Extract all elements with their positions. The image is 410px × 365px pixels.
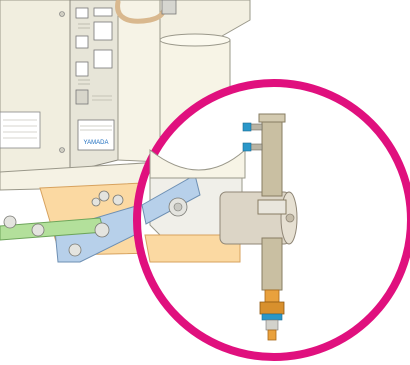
panel-display-2 bbox=[94, 50, 112, 68]
nozzle-lower bbox=[243, 143, 251, 151]
cabinet-side bbox=[118, 0, 160, 162]
left-label bbox=[0, 112, 40, 148]
panel-window-1 bbox=[76, 8, 88, 18]
hose-fitting bbox=[162, 0, 176, 14]
tube-top-cap bbox=[259, 114, 285, 122]
panel-button-2 bbox=[76, 62, 88, 76]
panel-window-2 bbox=[94, 8, 112, 16]
cylinder-port bbox=[286, 214, 294, 222]
brand-label: YAMADA bbox=[84, 140, 109, 146]
panel-display-1 bbox=[94, 22, 112, 40]
tube-lower bbox=[262, 238, 282, 290]
steel-sleeve bbox=[266, 320, 278, 330]
zoom-bolt-center bbox=[174, 203, 182, 211]
tube-upper bbox=[262, 118, 282, 196]
panel-button-1 bbox=[76, 36, 88, 48]
blue-ring bbox=[262, 314, 282, 320]
panel-switch bbox=[76, 90, 88, 104]
nozzle-upper bbox=[243, 123, 251, 131]
magnifier-callout bbox=[137, 83, 410, 357]
hex-nut bbox=[260, 302, 284, 314]
brass-tip bbox=[268, 330, 276, 340]
brass-fitting-top bbox=[265, 290, 279, 302]
tank-top bbox=[160, 34, 230, 46]
tube-coupling bbox=[258, 200, 286, 214]
